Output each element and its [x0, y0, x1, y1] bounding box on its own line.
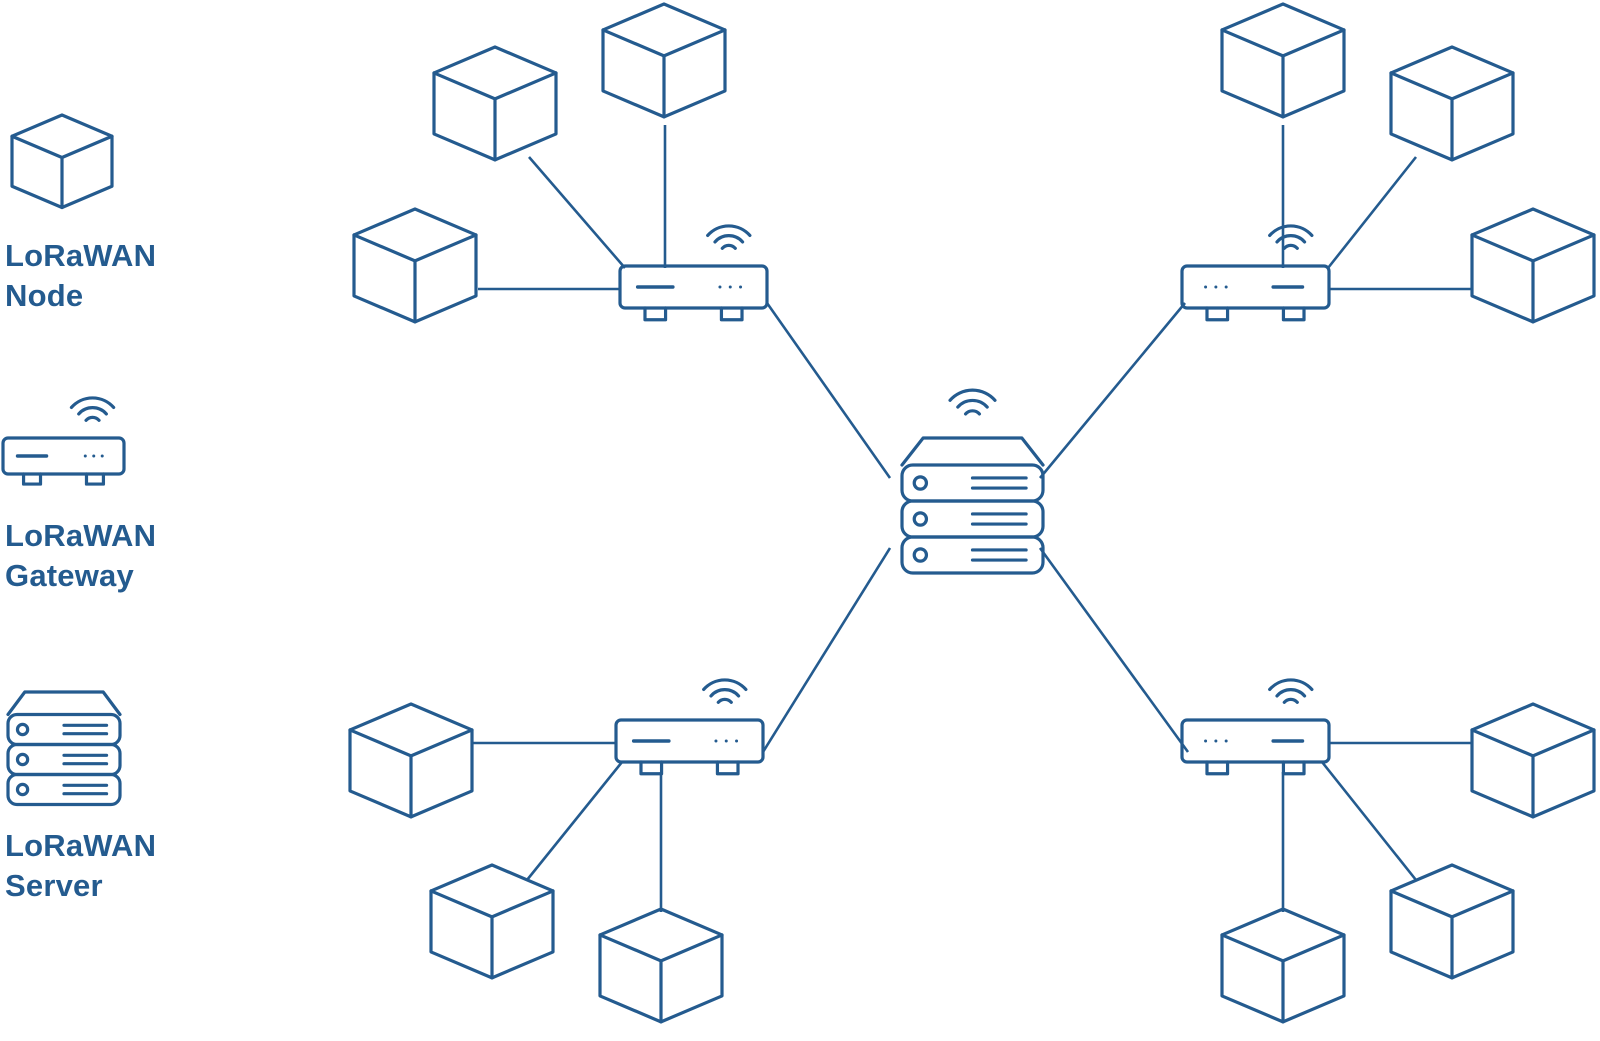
legend-node-label: LoRaWAN Node: [5, 238, 157, 313]
server-stack-icon: [6, 690, 122, 807]
link-server-gateway-bottom-left: [761, 547, 892, 753]
cube-icon: [352, 207, 478, 324]
link-server-gateway-top-left: [765, 302, 892, 479]
link-server-gateway-top-right: [1038, 302, 1187, 479]
legend-icons: [1, 113, 126, 807]
gateway-icon: [614, 678, 765, 776]
cube-icon: [1470, 207, 1596, 324]
link-server-gateway-bottom-right: [1038, 547, 1190, 753]
cube-icon: [429, 863, 555, 980]
cube-icon: [432, 45, 558, 162]
link-node: [528, 156, 626, 269]
cube-icon: [598, 907, 724, 1024]
link-node: [1326, 156, 1418, 269]
cube-icon: [1220, 907, 1346, 1024]
gateway-icon: [1, 396, 126, 486]
wifi-icon: [69, 396, 116, 422]
gateway-icon: [618, 224, 769, 322]
gateway-icon: [1180, 678, 1331, 776]
link-node: [525, 761, 624, 881]
server-stack-icon: [900, 388, 1045, 575]
cube-icon: [10, 113, 114, 210]
wifi-icon: [1268, 224, 1314, 250]
cube-icon: [1389, 863, 1515, 980]
cube-icon: [1220, 2, 1346, 119]
network-links: [472, 125, 1473, 912]
legend-server-label: LoRaWAN Server: [5, 828, 157, 903]
wifi-icon: [1268, 678, 1314, 704]
link-node: [1320, 761, 1418, 881]
cube-icon: [1470, 702, 1596, 819]
cube-icon: [601, 2, 727, 119]
cube-icon: [348, 702, 474, 819]
cube-icon: [1389, 45, 1515, 162]
legend-gateway-label: LoRaWAN Gateway: [5, 518, 157, 593]
gateway-icon: [1180, 224, 1331, 322]
wifi-icon: [706, 224, 752, 250]
wifi-icon: [702, 678, 748, 704]
network-devices: [348, 2, 1596, 1024]
wifi-icon: [948, 388, 997, 416]
